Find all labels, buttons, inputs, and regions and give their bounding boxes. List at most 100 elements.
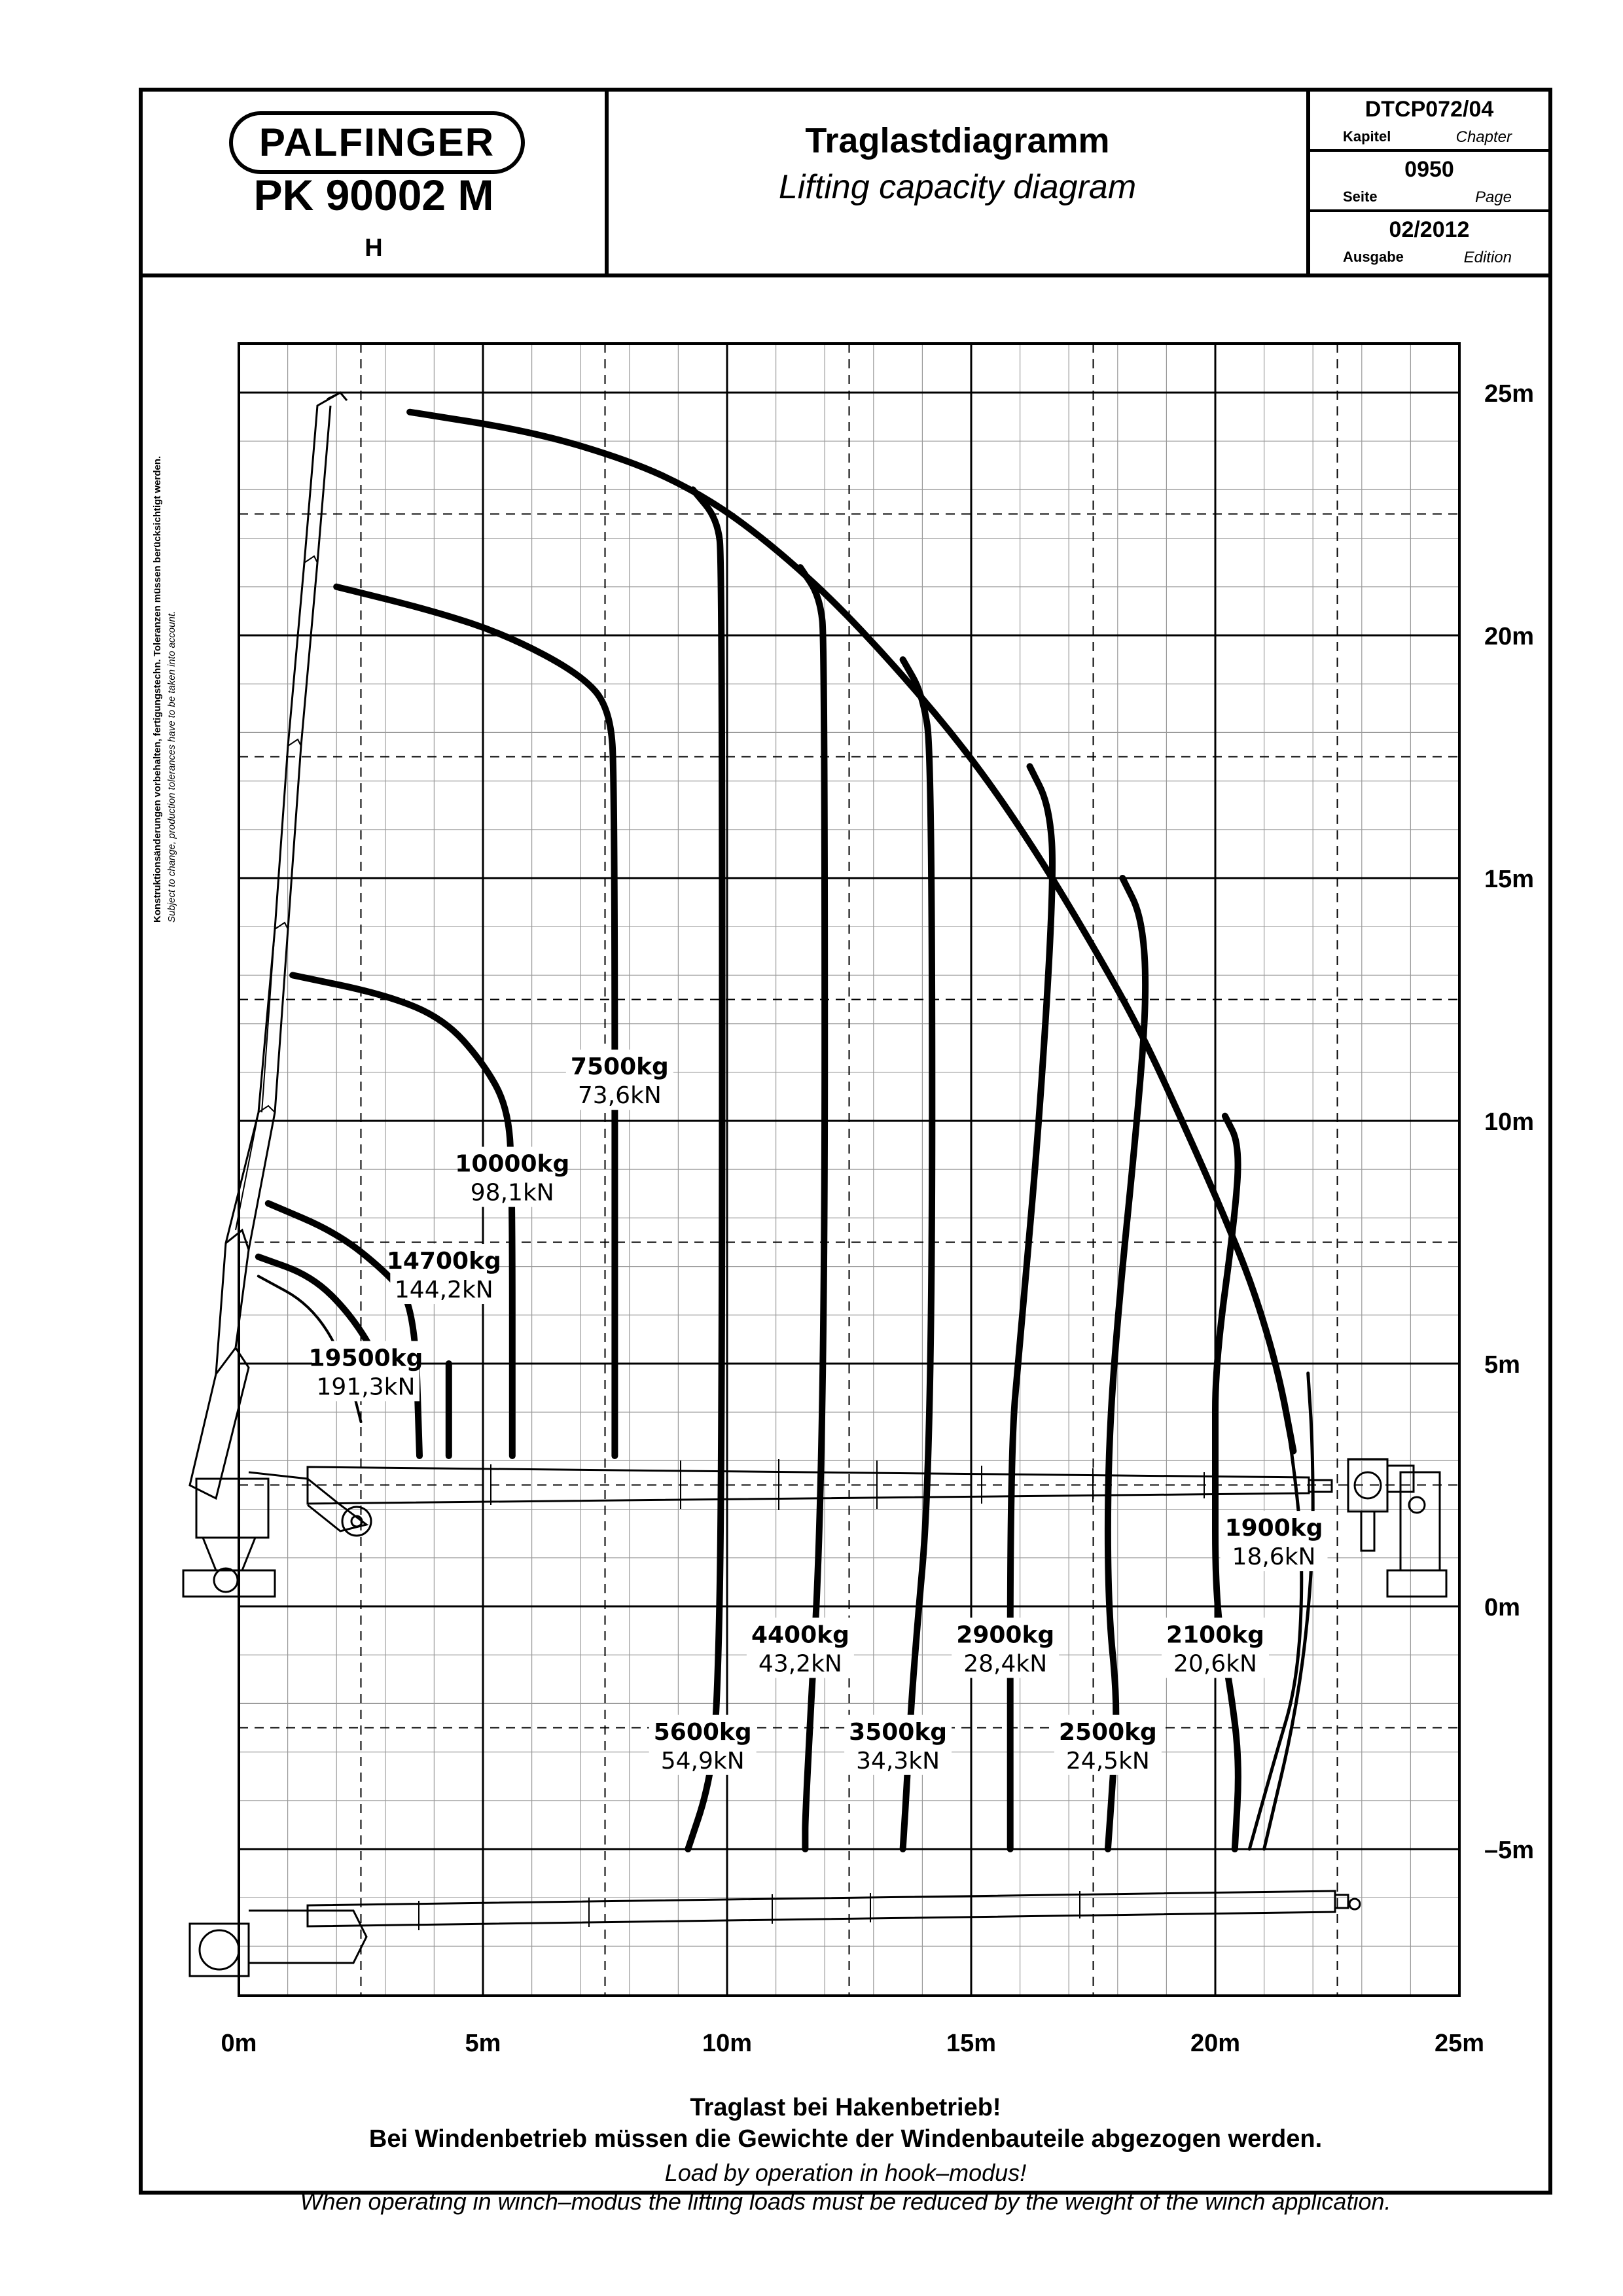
load-label-kg: 4400kg (751, 1621, 849, 1648)
curve-1900kg-a (1247, 1371, 1304, 1851)
load-label-background (952, 1617, 1060, 1678)
page-box: 0950 Seite Page (1310, 152, 1548, 212)
y-tick-label: 5m (1484, 1351, 1520, 1379)
load-label-background (565, 1050, 673, 1110)
page-label-de: Seite (1343, 188, 1378, 205)
edition-box: 02/2012 Ausgabe Edition (1310, 212, 1548, 274)
boom-link (248, 1471, 369, 1532)
y-tick-label: 10m (1484, 1108, 1534, 1136)
load-label-kn: 18,6kN (1232, 1544, 1316, 1570)
load-label-kn: 73,6kN (578, 1082, 662, 1109)
load-label-kg: 19500kg (308, 1345, 423, 1371)
curve-1900kg-b (1262, 1371, 1315, 1851)
jib-end (1309, 1479, 1333, 1493)
crane-slew-ring (213, 1567, 239, 1593)
folded-slew-ring (198, 1929, 240, 1971)
y-tick-label: 20m (1484, 623, 1534, 650)
title-block: PALFINGER PK 90002 M H Traglastdiagramm … (143, 92, 1548, 277)
load-label-background (390, 1244, 498, 1305)
load-label-background (1162, 1617, 1269, 1678)
title-english: Lifting capacity diagram (778, 168, 1137, 206)
load-label-kn: 98,1kN (471, 1180, 554, 1207)
load-label-kg: 1900kg (1225, 1515, 1323, 1542)
crane-folded-drawing (188, 1890, 1361, 1977)
brand-logo: PALFINGER (229, 111, 525, 174)
load-label-kg: 7500kg (571, 1053, 669, 1080)
y-tick-label: 15m (1484, 866, 1534, 893)
folded-boom (306, 1890, 1336, 1928)
x-axis-labels: 0m 5m 10m 15m 20m 25m (221, 2030, 1484, 2057)
edition-label-de: Ausgabe (1343, 249, 1404, 265)
chapter-label-en: Chapter (1455, 128, 1512, 146)
load-label-background (649, 1714, 757, 1775)
x-tick-label: 10m (702, 2030, 752, 2057)
meta-cell: DTCP072/04 Kapitel Chapter 0950 Seite Pa… (1310, 92, 1548, 274)
curve-2500kg (1104, 875, 1149, 1852)
plot-border (238, 342, 1461, 1997)
crane-base-right (1386, 1471, 1448, 1598)
horizontal-boom (306, 1466, 1310, 1505)
load-label-kn: 191,3kN (317, 1373, 416, 1400)
load-label-kg: 3500kg (849, 1719, 947, 1746)
footer-note-en-1: Load by operation in hook–modus! (664, 2159, 1027, 2186)
curve-2100kg (1211, 1112, 1241, 1852)
load-label-kn: 24,5kN (1066, 1748, 1150, 1775)
load-label-background (458, 1146, 566, 1207)
load-label-kg: 14700kg (387, 1248, 501, 1275)
crane-erected-drawing (182, 391, 1448, 1598)
model-variant: H (365, 234, 383, 262)
title-cell: Traglastdiagramm Lifting capacity diagra… (609, 92, 1310, 274)
x-tick-label: 0m (221, 2030, 257, 2057)
main-boom (188, 1346, 250, 1500)
curve-2900kg (1007, 763, 1056, 1852)
load-label-kn: 20,6kN (1173, 1650, 1257, 1677)
load-label-kn: 144,2kN (395, 1277, 493, 1303)
load-label-kn: 28,4kN (963, 1650, 1047, 1677)
x-tick-label: 20m (1190, 2030, 1240, 2057)
curve-3500kg (899, 656, 936, 1852)
load-label-background (312, 1341, 419, 1402)
load-label-kg: 2100kg (1166, 1621, 1264, 1648)
load-label-kg: 10000kg (455, 1151, 569, 1178)
load-label-background (746, 1617, 854, 1678)
load-label-background (1220, 1511, 1328, 1572)
load-label-kn: 43,2kN (758, 1650, 842, 1677)
major-grid (238, 342, 1461, 1997)
model-name: PK 90002 M (253, 171, 494, 219)
curve-7500kg (333, 583, 618, 1459)
load-label-kg: 5600kg (654, 1719, 752, 1746)
x-tick-label: 25m (1435, 2030, 1484, 2057)
model-cell: PALFINGER PK 90002 M H (143, 92, 609, 274)
envelope-curve (406, 408, 1297, 1455)
chapter-box: DTCP072/04 Kapitel Chapter (1310, 92, 1548, 152)
edition-value: 02/2012 (1389, 217, 1470, 242)
crane-pedestal (202, 1537, 257, 1571)
load-label-kn: 34,3kN (856, 1748, 940, 1775)
boom-tip (327, 391, 348, 401)
load-label-kg: 2900kg (956, 1621, 1054, 1648)
curve-4400kg (796, 564, 829, 1852)
edition-label-en: Edition (1463, 249, 1512, 266)
folded-column (249, 1909, 368, 1964)
y-axis-labels: 25m 20m 15m 10m 5m 0m –5m (1484, 380, 1534, 1864)
load-label-background (844, 1714, 952, 1775)
fly-jib-head (1347, 1458, 1415, 1552)
page-value: 0950 (1404, 157, 1454, 182)
chapter-label-de: Kapitel (1343, 128, 1391, 145)
load-label-background (1054, 1714, 1162, 1775)
load-label-kn: 54,9kN (661, 1748, 745, 1775)
x-tick-label: 15m (946, 2030, 996, 2057)
y-tick-label: 25m (1484, 380, 1534, 408)
y-tick-label: 0m (1484, 1594, 1520, 1621)
crane-base (182, 1569, 276, 1598)
footer-note-de-2: Bei Windenbetrieb müssen die Gewichte de… (368, 2125, 1323, 2153)
y-tick-label: –5m (1484, 1837, 1534, 1864)
x-tick-label: 5m (465, 2030, 501, 2057)
footer-note-de-1: Traglast bei Hakenbetrieb! (690, 2094, 1001, 2121)
crane-column (195, 1477, 270, 1539)
chapter-value: DTCP072/04 (1364, 97, 1494, 122)
curve-14700kg (264, 1200, 423, 1459)
page-frame: PALFINGER PK 90002 M H Traglastdiagramm … (139, 88, 1552, 2195)
